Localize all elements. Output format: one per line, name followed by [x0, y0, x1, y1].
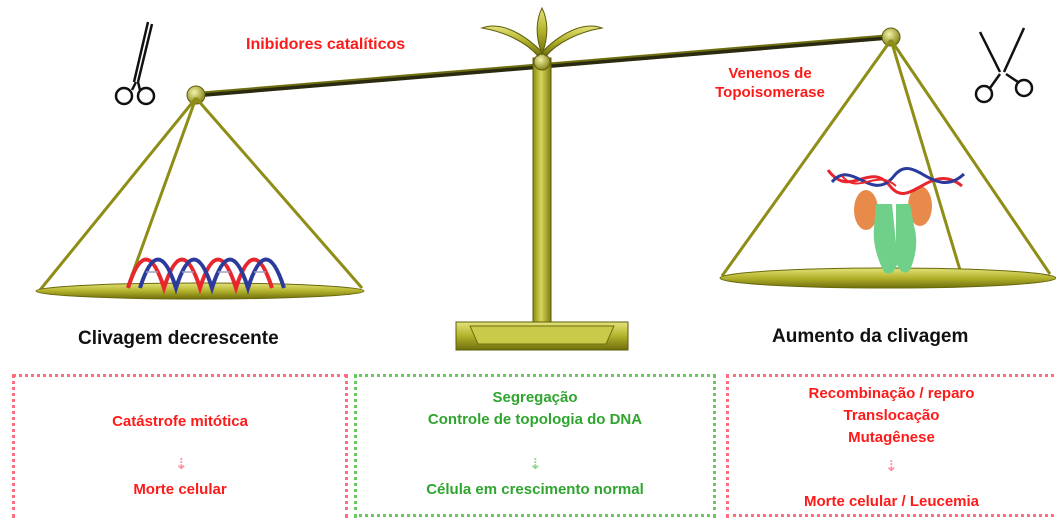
left-pan-caption: Clivagem decrescente — [78, 328, 279, 349]
panel-normal-growth: Segregação Controle de topologia do DNA … — [354, 374, 716, 518]
balance-scale-illustration — [35, 6, 1056, 351]
panel-mid-bottom-border — [354, 514, 716, 517]
scale-base — [455, 321, 629, 351]
scissors-closed-icon — [114, 21, 156, 106]
down-arrow-icon: ⇣ — [175, 456, 188, 473]
scale-column — [480, 6, 604, 331]
panel-decreased-cleavage: Catástrofe mitótica ⇣ Morte celular — [12, 374, 348, 518]
down-arrow-icon: ⇣ — [885, 458, 898, 475]
down-arrow-icon: ⇣ — [529, 456, 542, 473]
mutagenesis-text: Mutagênese — [848, 429, 935, 446]
catalytic-inhibitors-label: Inibidores catalíticos — [246, 36, 406, 53]
panel-right-bottom-border — [726, 514, 1054, 517]
right-pan-caption: Aumento da clivagem — [772, 326, 969, 347]
cell-death-text: Morte celular — [133, 481, 227, 498]
cell-death-leukemia-text: Morte celular / Leucemia — [803, 493, 980, 510]
normal-growth-text: Célula em crescimento normal — [426, 481, 644, 498]
left-pan — [35, 85, 365, 300]
translocation-text: Translocação — [843, 407, 940, 424]
segregation-text: Segregação — [492, 389, 578, 406]
poisons-line-1: Venenos de — [728, 65, 812, 82]
panel-increased-cleavage: Recombinação / reparo Translocação Mutag… — [726, 374, 1054, 518]
mitotic-catastrophe-text: Catástrofe mitótica — [112, 413, 248, 430]
recombination-repair-text: Recombinação / reparo — [808, 385, 975, 402]
topoisomerase-dna-complex — [826, 167, 966, 274]
topoisomerase-poisons-label: Venenos de Topoisomerase — [700, 64, 840, 102]
dna-topology-control-text: Controle de topologia do DNA — [427, 411, 643, 428]
dna-helix-left — [126, 257, 286, 295]
scissors-open-icon — [974, 27, 1034, 104]
poisons-line-2: Topoisomerase — [715, 84, 825, 101]
